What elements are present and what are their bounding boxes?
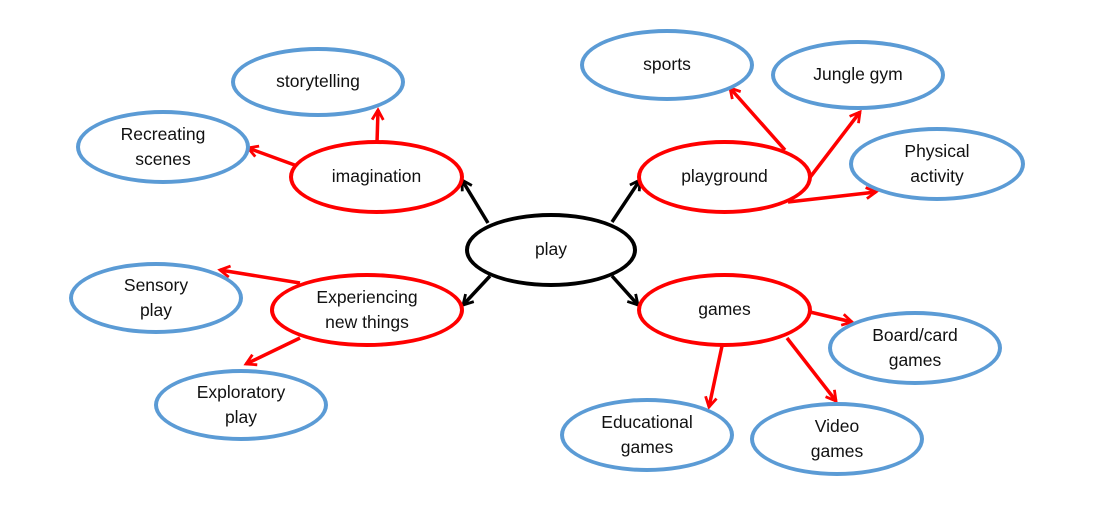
node-exploratory-play-line-1: Exploratory	[196, 381, 286, 402]
node-video-games: Video games	[750, 402, 924, 476]
node-sensory-play-line-2: play	[139, 300, 173, 320]
arrow-play-to-playground	[610, 177, 642, 223]
node-educational-games-text: Educational games	[601, 410, 692, 461]
node-playground-label: playground	[681, 166, 768, 187]
arrow-imagination-to-storytelling	[370, 107, 385, 144]
node-playground: playground	[637, 140, 812, 214]
node-board-card-games-text: Board/card games	[872, 323, 958, 374]
node-play-label: play	[534, 239, 568, 260]
node-video-games-text: Video games	[811, 414, 864, 465]
node-play: play	[465, 213, 637, 287]
node-sports: sports	[580, 29, 754, 101]
node-experiencing-line-1: Experiencing	[316, 286, 418, 307]
node-experiencing-new-things: Experiencing new things	[270, 273, 464, 347]
arrow-playground-to-jungle	[806, 109, 862, 182]
node-games: games	[637, 273, 812, 347]
node-board-card-games-line-1: Board/card	[872, 324, 958, 345]
node-jungle-gym-label: Jungle gym	[813, 64, 903, 85]
arrow-games-to-educational	[704, 345, 724, 410]
node-storytelling: storytelling	[231, 47, 405, 117]
node-physical-activity-text: Physical activity	[904, 139, 969, 190]
node-physical-activity-line-2: activity	[910, 166, 964, 186]
arrow-games-to-board	[809, 310, 855, 327]
node-educational-games-line-1: Educational	[601, 411, 693, 432]
node-storytelling-label: storytelling	[276, 71, 360, 92]
node-board-card-games: Board/card games	[828, 311, 1002, 385]
node-video-games-line-1: Video	[814, 415, 860, 436]
node-educational-games-line-2: games	[620, 437, 674, 457]
node-board-card-games-line-2: games	[888, 350, 942, 370]
node-exploratory-play: Exploratory play	[154, 369, 328, 441]
node-physical-activity: Physical activity	[849, 127, 1025, 201]
node-sensory-play-line-1: Sensory	[123, 274, 189, 295]
node-recreating-scenes-line-2: scenes	[135, 149, 191, 169]
node-sensory-play-text: Sensory play	[124, 273, 188, 324]
arrow-games-to-video	[785, 336, 838, 404]
arrow-experiencing-to-sensory	[217, 264, 301, 285]
node-games-label: games	[698, 299, 751, 320]
arrow-play-to-imagination	[460, 177, 490, 224]
node-recreating-scenes-line-1: Recreating	[120, 123, 206, 144]
node-imagination-label: imagination	[331, 166, 422, 187]
arrow-playground-to-physical	[787, 186, 879, 204]
node-recreating-scenes-text: Recreating scenes	[121, 122, 206, 173]
node-imagination: imagination	[289, 140, 464, 214]
node-educational-games: Educational games	[560, 398, 734, 472]
node-jungle-gym: Jungle gym	[771, 40, 945, 110]
node-experiencing-new-things-text: Experiencing new things	[316, 285, 417, 336]
arrow-imagination-to-recreating	[245, 144, 301, 169]
node-exploratory-play-text: Exploratory play	[197, 380, 286, 431]
node-recreating-scenes: Recreating scenes	[76, 110, 250, 184]
arrow-experiencing-to-exploratory	[243, 336, 301, 367]
arrow-playground-to-sports	[728, 85, 787, 152]
node-sensory-play: Sensory play	[69, 262, 243, 334]
arrow-play-to-games	[610, 274, 640, 308]
node-experiencing-line-2: new things	[325, 312, 409, 332]
node-exploratory-play-line-2: play	[224, 407, 258, 427]
node-physical-activity-line-1: Physical	[904, 140, 970, 161]
node-sports-label: sports	[643, 54, 691, 75]
arrow-play-to-experiencing	[461, 274, 492, 308]
node-video-games-line-2: games	[810, 441, 864, 461]
